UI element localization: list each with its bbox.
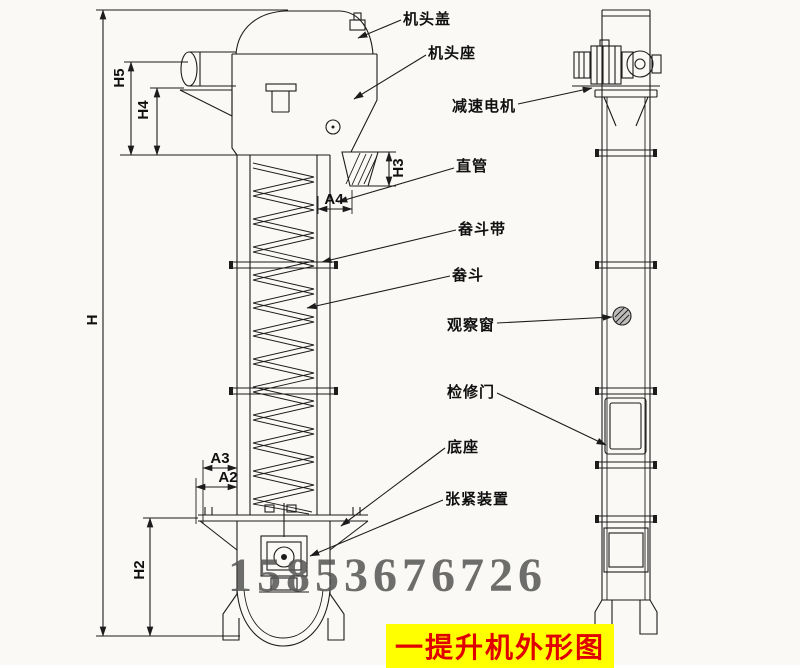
label-bucket-belt: 畚斗带 bbox=[458, 221, 507, 238]
label-observation-window: 观察窗 bbox=[447, 317, 496, 334]
dim-a3: A3 bbox=[210, 449, 230, 467]
label-head-cover: 机头盖 bbox=[403, 11, 452, 28]
label-gear-motor: 减速电机 bbox=[452, 98, 517, 115]
leader-lines bbox=[306, 19, 613, 557]
dim-h4: H4 bbox=[134, 100, 152, 120]
front-view bbox=[179, 10, 379, 647]
tensioning-device-detail bbox=[259, 503, 309, 593]
caption-title: 一提升机外形图 bbox=[386, 624, 615, 668]
dim-a4: A4 bbox=[324, 190, 344, 208]
dim-h: H bbox=[83, 314, 101, 326]
dim-h5: H5 bbox=[110, 68, 128, 88]
dim-h2: H2 bbox=[130, 560, 148, 580]
label-head-seat: 机头座 bbox=[428, 45, 477, 62]
label-inspection-door: 检修门 bbox=[447, 384, 496, 401]
dim-h3: H3 bbox=[389, 158, 407, 178]
dimension-lines bbox=[96, 9, 396, 637]
label-base: 底座 bbox=[447, 439, 480, 456]
watermark-phone-number: 15853676726 bbox=[228, 549, 547, 602]
side-view bbox=[572, 9, 662, 635]
dim-a2: A2 bbox=[218, 468, 238, 486]
label-tensioning-device: 张紧装置 bbox=[445, 491, 510, 508]
label-straight-pipe: 直管 bbox=[456, 158, 489, 175]
label-bucket: 畚斗 bbox=[452, 267, 485, 284]
